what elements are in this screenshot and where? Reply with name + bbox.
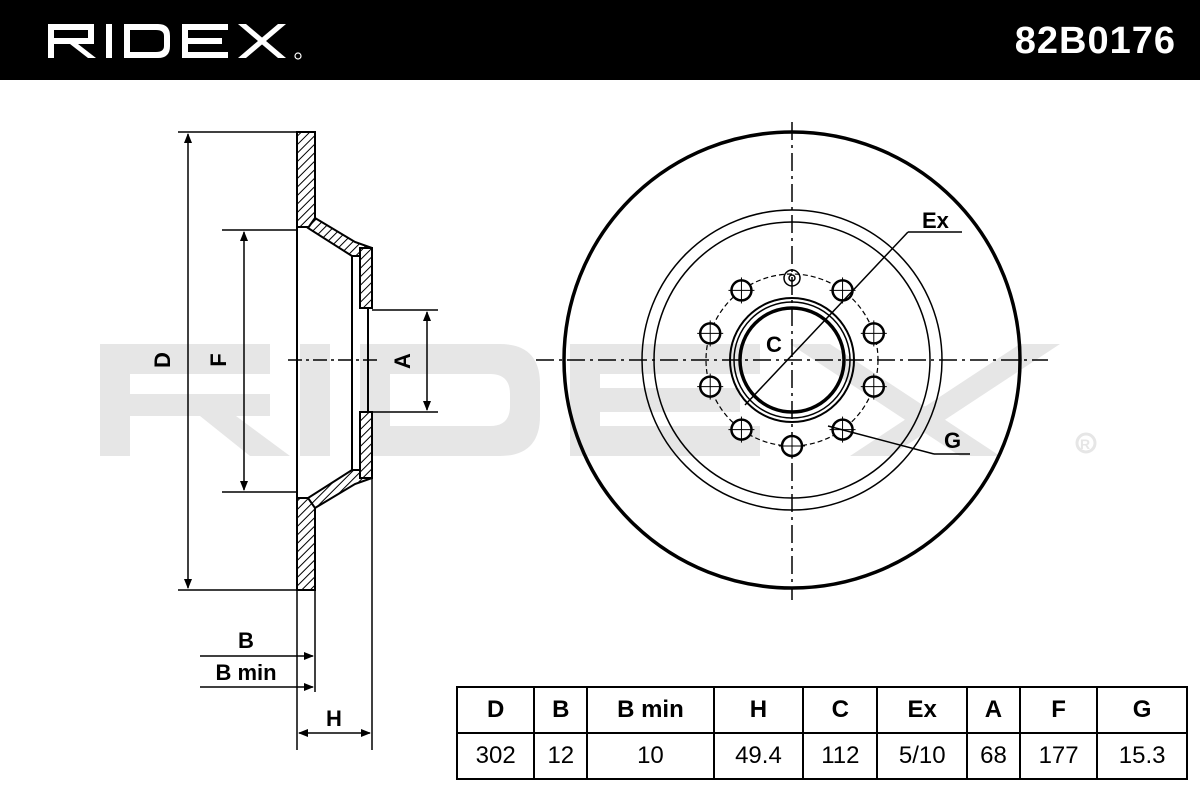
label-g: G bbox=[944, 428, 961, 453]
spec-header-cell: A bbox=[966, 686, 1021, 734]
spec-value-cell: 15.3 bbox=[1096, 732, 1188, 780]
spec-header-cell: Ex bbox=[876, 686, 969, 734]
technical-drawing: R D F A bbox=[100, 122, 1097, 750]
spec-value-cell: 177 bbox=[1018, 732, 1099, 780]
leader-ex bbox=[744, 231, 962, 406]
spec-value-cell: 12 bbox=[533, 732, 589, 780]
label-c: C bbox=[766, 332, 782, 357]
part-number: 82B0176 bbox=[1014, 20, 1176, 62]
label-d: D bbox=[150, 352, 175, 368]
spec-header-cell: F bbox=[1018, 686, 1099, 734]
spec-value-cell: 10 bbox=[586, 732, 715, 780]
spec-value-cell: 302 bbox=[455, 732, 536, 780]
dimension-d bbox=[178, 131, 297, 591]
label-b-min: B min bbox=[215, 660, 276, 685]
bolt-hole bbox=[728, 277, 755, 304]
bolt-hole bbox=[860, 320, 887, 347]
label-a: A bbox=[390, 353, 415, 369]
spec-value-cell: 49.4 bbox=[712, 732, 805, 780]
dimension-b-bmin-h bbox=[200, 478, 373, 750]
spec-value-cell: 68 bbox=[966, 732, 1021, 780]
spec-header-cell: B min bbox=[586, 686, 715, 734]
label-f: F bbox=[206, 353, 231, 366]
spec-header-cell: H bbox=[712, 686, 805, 734]
label-h: H bbox=[326, 706, 342, 731]
bolt-hole bbox=[697, 320, 724, 347]
bolt-hole bbox=[829, 277, 856, 304]
bolt-hole bbox=[728, 416, 755, 443]
bolt-hole bbox=[697, 373, 724, 400]
dimension-a bbox=[372, 309, 438, 413]
label-ex: Ex bbox=[922, 208, 950, 233]
spec-header-cell: G bbox=[1096, 686, 1188, 734]
spec-header-cell: D bbox=[455, 686, 536, 734]
label-b: B bbox=[238, 628, 254, 653]
registered-mark: R bbox=[1080, 436, 1090, 452]
leader-g bbox=[827, 425, 970, 455]
bolt-hole bbox=[779, 433, 805, 459]
brand-logo bbox=[48, 24, 302, 60]
side-section-view bbox=[296, 131, 373, 591]
spec-header-cell: B bbox=[533, 686, 589, 734]
bolt-holes bbox=[697, 277, 887, 459]
spec-value-cell: 5/10 bbox=[876, 732, 969, 780]
dimension-f bbox=[222, 229, 297, 493]
bolt-hole bbox=[860, 373, 887, 400]
spec-value-cell: 112 bbox=[802, 732, 879, 780]
locator-hole bbox=[783, 269, 801, 287]
spec-header-cell: C bbox=[802, 686, 879, 734]
header-bar: 82B0176 bbox=[0, 0, 1200, 80]
